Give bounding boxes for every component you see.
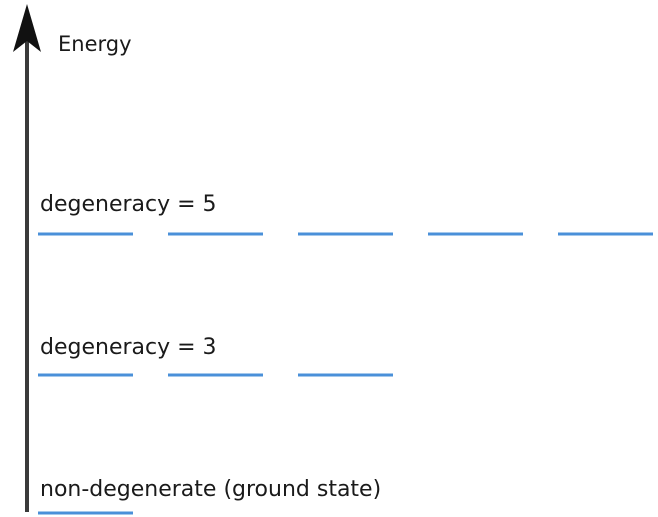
energy-level-label: degeneracy = 5 (40, 192, 217, 217)
energy-level-degeneracy-5: degeneracy = 5 (38, 192, 653, 236)
energy-level-label: degeneracy = 3 (40, 335, 217, 360)
energy-level-degeneracy-3: degeneracy = 3 (38, 335, 393, 377)
energy-level-label: non-degenerate (ground state) (40, 477, 381, 502)
energy-axis: Energy (13, 4, 132, 512)
energy-axis-arrowhead-icon (13, 4, 41, 52)
energy-level-ground-state: non-degenerate (ground state) (38, 477, 381, 515)
energy-axis-label: Energy (58, 32, 132, 56)
